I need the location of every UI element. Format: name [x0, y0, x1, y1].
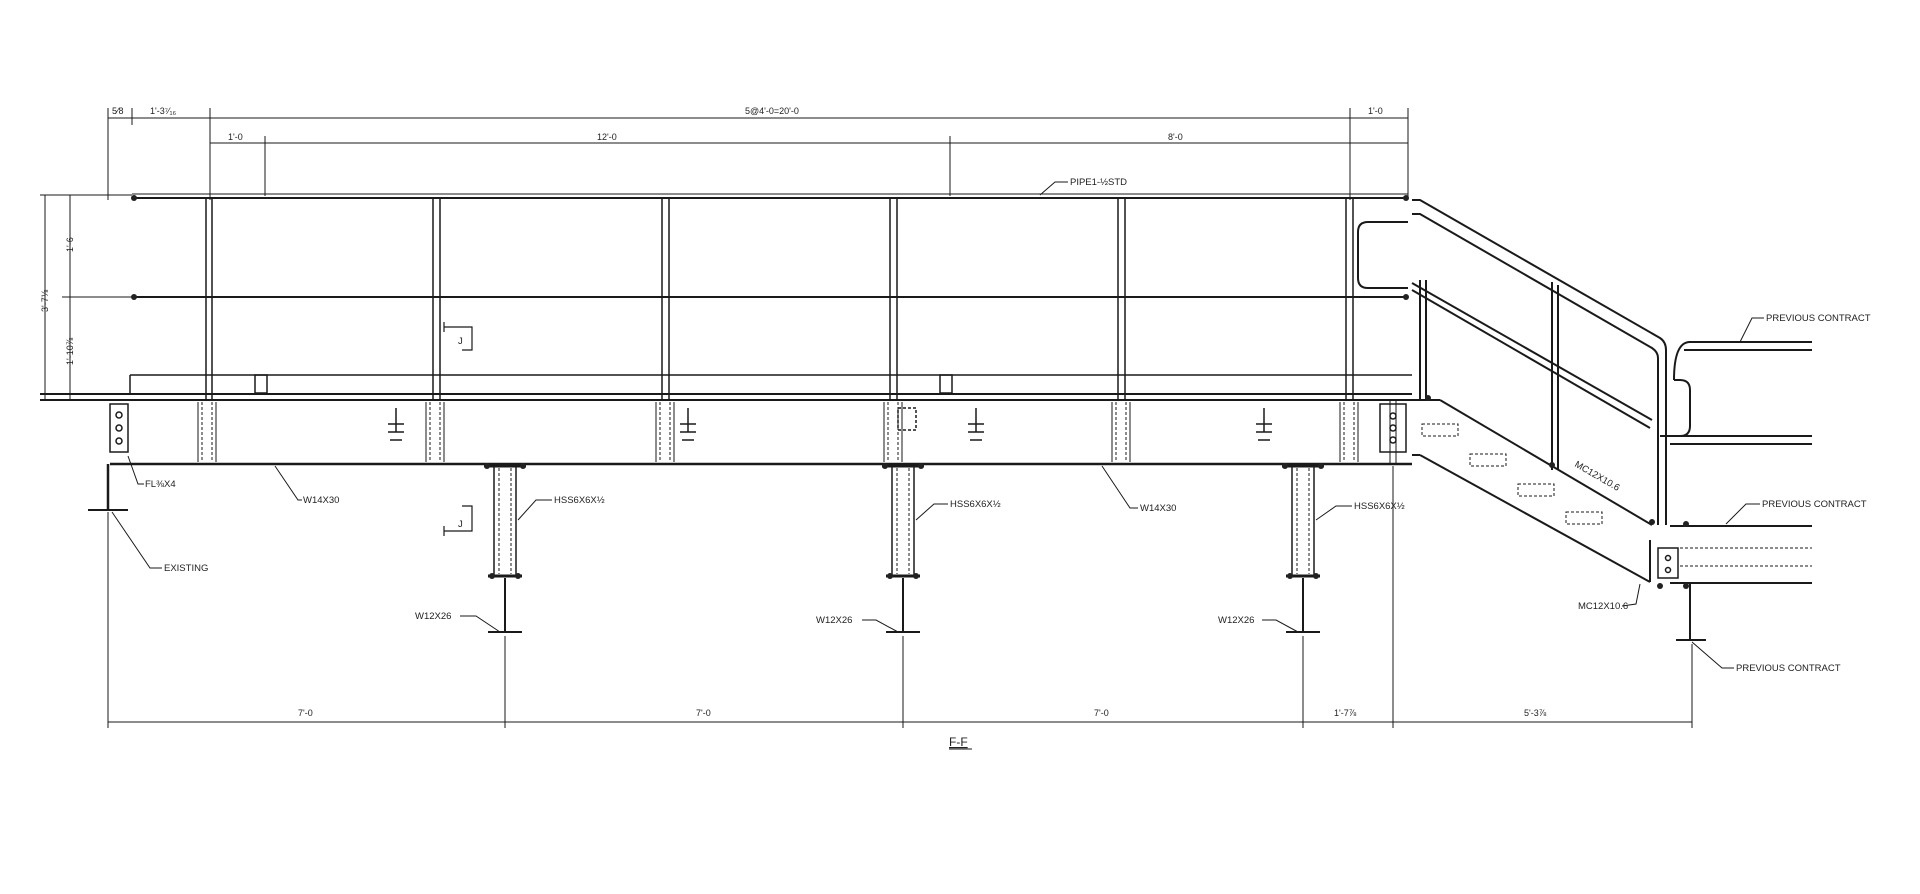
prev2-label: PREVIOUS CONTRACT: [1762, 499, 1867, 510]
existing-leader: [111, 511, 162, 569]
mc2-leader: [1621, 583, 1641, 607]
hss2-leader: [915, 503, 948, 521]
mc2-label: MC12X10.6: [1578, 601, 1628, 612]
rail-node: [131, 195, 137, 201]
w14-right-label: W14X30: [1140, 503, 1176, 514]
w12-2-leader: [862, 619, 899, 633]
existing-label: EXISTING: [164, 563, 208, 574]
stair-treads: [1421, 423, 1603, 525]
left-plate: [88, 403, 129, 511]
beam-solid-stiffeners: [197, 400, 1397, 464]
stair-connection: [1379, 403, 1679, 579]
bottom-dim-2: 7'-0: [696, 708, 711, 718]
stair-bolts: [1425, 395, 1689, 589]
bottom-dim-1: 7'-0: [298, 708, 313, 718]
landing-dashes: [1680, 547, 1812, 567]
hss-inner-dashes: [498, 468, 1310, 574]
stair-handrail: [1411, 199, 1691, 525]
prev1-label: PREVIOUS CONTRACT: [1766, 313, 1871, 324]
section-j-lower: J: [458, 519, 463, 530]
rail-node: [1403, 195, 1409, 201]
w12-1-leader: [460, 615, 501, 633]
deck-beam: [40, 374, 1412, 466]
left-dim-1: 1'-6: [65, 237, 75, 252]
fl-leader: [127, 455, 144, 485]
rail-node: [131, 294, 137, 300]
guardrail: [132, 193, 1408, 298]
prev2-leader: [1725, 503, 1760, 525]
mc1-label: MC12X10.6: [1573, 459, 1622, 494]
rail-node: [1403, 294, 1409, 300]
fl-label: FL⅜X4: [145, 479, 176, 490]
hss-bolts: [484, 463, 1324, 579]
section-cut-markers: [443, 322, 473, 536]
beam-stiffeners: [201, 402, 1355, 462]
top-dim-6: 12'-0: [597, 132, 617, 142]
bottom-dim-4: 1'-7⅞: [1334, 708, 1357, 718]
previous-contract-landing: [1670, 341, 1812, 641]
top-dimension-lines: [107, 108, 1409, 200]
pipe-label: PIPE1-½STD: [1070, 177, 1127, 188]
prev3-leader: [1691, 641, 1734, 669]
hss-columns: [484, 464, 1324, 578]
top-dim-5: 1'-0: [228, 132, 243, 142]
w12-2-label: W12X26: [816, 615, 852, 626]
deck-clips: [254, 374, 1272, 441]
w14-left-leader: [274, 465, 302, 501]
w12-3-label: W12X26: [1218, 615, 1254, 626]
hss1-leader: [517, 499, 552, 521]
hss2-label: HSS6X6X½: [950, 499, 1001, 510]
bottom-dim-5: 5'-3⅞: [1524, 708, 1547, 718]
w14-left-label: W14X30: [303, 495, 339, 506]
section-title: F-F: [949, 735, 968, 749]
pipe-leader: [1039, 181, 1068, 196]
hss3-label: HSS6X6X½: [1354, 501, 1405, 512]
top-dim-7: 8'-0: [1168, 132, 1183, 142]
stair-stringer: [1412, 399, 1653, 583]
top-dim-2: 1'-3⁷⁄₁₆: [150, 106, 177, 116]
section-j-upper: J: [458, 336, 463, 347]
hss1-label: HSS6X6X½: [554, 495, 605, 506]
top-dim-1: 5⁄8: [112, 106, 124, 116]
top-dim-3: 5@4'-0=20'-0: [745, 106, 799, 116]
left-dim-2: 3'-7⅛: [40, 289, 50, 312]
railing-posts: [205, 198, 1354, 400]
railing-end-loop: [1357, 221, 1408, 289]
w12-1-label: W12X26: [415, 611, 451, 622]
bottom-dimension-lines: [107, 466, 1693, 728]
left-dim-3: 1'-10⅞: [65, 337, 75, 365]
hss3-leader: [1315, 505, 1352, 521]
w14-right-leader: [1101, 465, 1138, 509]
bottom-dim-3: 7'-0: [1094, 708, 1109, 718]
w12-3-leader: [1262, 619, 1299, 633]
prev3-label: PREVIOUS CONTRACT: [1736, 663, 1841, 674]
prev1-leader: [1739, 317, 1764, 343]
top-dim-4: 1'-0: [1368, 106, 1383, 116]
w12-column-stubs: [488, 578, 1320, 633]
left-dimension-lines: [40, 194, 132, 401]
